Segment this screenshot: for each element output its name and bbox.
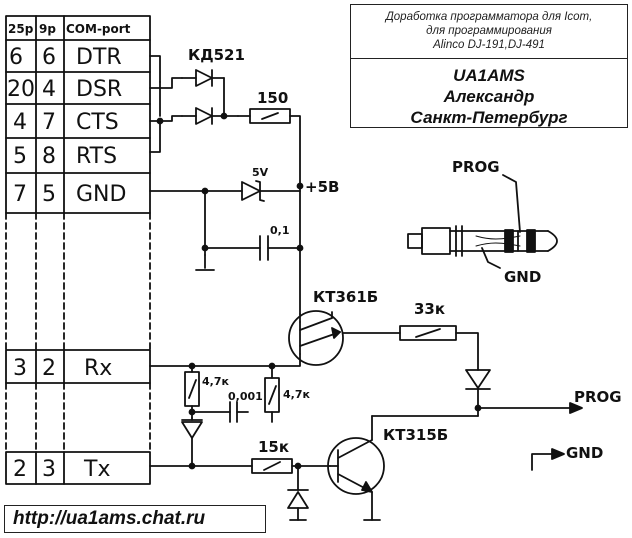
title-block-description: Доработка программатора для Icom, для пр… xyxy=(351,5,627,59)
row-tx-25p: 2 xyxy=(13,457,27,482)
table-continuation xyxy=(5,212,151,453)
row-dtr-9p: 6 xyxy=(42,45,56,70)
label-kd521: КД521 xyxy=(188,46,245,64)
row-rts-9p: 8 xyxy=(42,144,56,169)
label-gnd-output: GND xyxy=(566,444,603,462)
author-callsign: UA1AMS xyxy=(453,66,525,85)
label-kt315b: КТ315Б xyxy=(383,426,448,444)
label-plus5v: +5В xyxy=(305,178,339,196)
row-rts-signal: RTS xyxy=(76,144,117,169)
tx-row-box xyxy=(5,451,151,485)
header-line-3: Alinco DJ-191,DJ-491 xyxy=(433,39,545,51)
label-zener-5v: 5V xyxy=(252,166,269,179)
gnd-arrow xyxy=(551,448,565,460)
title-block: Доработка программатора для Icom, для пр… xyxy=(350,4,628,128)
author-name: Александр xyxy=(443,87,535,106)
label-jack-gnd: GND xyxy=(504,268,541,286)
prog-arrow xyxy=(569,402,583,414)
row-gnd-25p: 7 xyxy=(13,182,27,207)
header-line-1: Доработка программатора для Icom, xyxy=(385,11,593,23)
label-r47k-b: 4,7к xyxy=(283,388,310,401)
row-tx-9p: 3 xyxy=(42,457,56,482)
label-r150: 150 xyxy=(257,89,288,107)
rx-row-box xyxy=(5,349,151,384)
label-r15k: 15к xyxy=(258,438,289,456)
row-cts-9p: 7 xyxy=(42,110,56,135)
website-url: http://ua1ams.chat.ru xyxy=(4,505,266,533)
row-rx-25p: 3 xyxy=(13,356,27,381)
label-c0001: 0,001 xyxy=(228,390,263,403)
com-port-table xyxy=(5,15,151,214)
table-header-port: COM-port xyxy=(66,22,131,36)
label-r33k: 33к xyxy=(414,300,445,318)
diode-kd521-upper xyxy=(181,69,225,87)
title-block-author: UA1AMS Александр Санкт-Петербург xyxy=(351,59,627,128)
row-gnd-signal: GND xyxy=(76,182,126,207)
label-prog-output: PROG xyxy=(574,388,622,406)
row-tx-signal: Tx xyxy=(83,457,110,482)
signal-wiring xyxy=(149,55,183,153)
diode-rx xyxy=(181,419,203,439)
row-dsr-25p: 20 xyxy=(7,77,35,102)
jack-gnd-leader xyxy=(481,247,501,269)
diode-prog xyxy=(465,369,491,390)
row-gnd-9p: 5 xyxy=(42,182,56,207)
label-jack-prog: PROG xyxy=(452,158,500,176)
row-rx-signal: Rx xyxy=(84,356,112,381)
label-kt361b: КТ361Б xyxy=(313,288,378,306)
row-dtr-signal: DTR xyxy=(76,45,122,70)
author-city: Санкт-Петербург xyxy=(410,108,568,127)
diode-kd521-lower xyxy=(181,107,239,125)
label-r47k-a: 4,7к xyxy=(202,375,229,388)
table-header-9p: 9p xyxy=(39,22,56,36)
row-cts-signal: CTS xyxy=(76,110,119,135)
transistor-kt361b xyxy=(288,310,344,366)
row-dsr-signal: DSR xyxy=(76,77,122,102)
jack-prog-leader xyxy=(502,174,521,233)
table-header-25p: 25p xyxy=(8,22,34,36)
transistor-kt315b xyxy=(327,437,385,495)
row-dsr-9p: 4 xyxy=(42,77,56,102)
audio-jack xyxy=(407,225,558,257)
header-line-2: для программирования xyxy=(426,25,552,37)
row-dtr-25p: 6 xyxy=(9,45,23,70)
label-cap-0-1: 0,1 xyxy=(270,224,290,237)
row-rts-25p: 5 xyxy=(13,144,27,169)
row-cts-25p: 4 xyxy=(13,110,27,135)
diode-tx xyxy=(287,465,309,521)
row-rx-9p: 2 xyxy=(42,356,56,381)
